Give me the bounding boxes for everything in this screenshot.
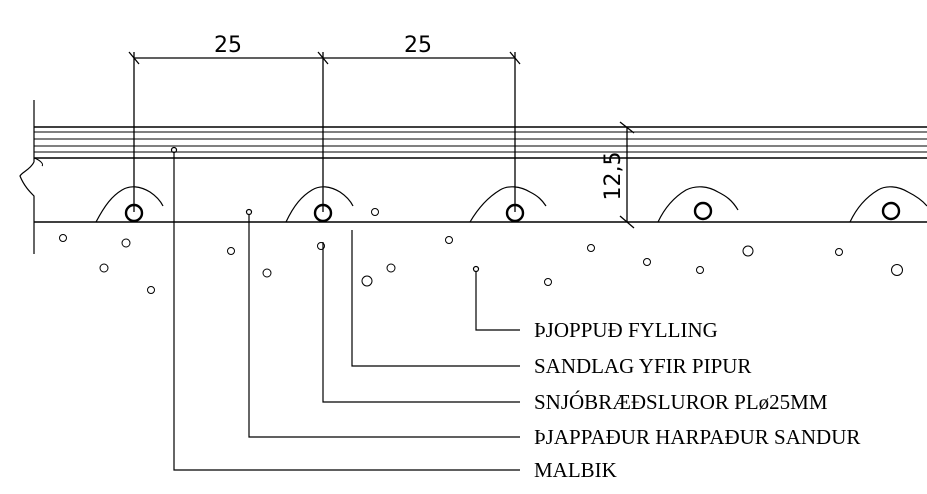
pipe-3 [469,186,547,223]
label-compacted-sand: ÞJAPPAÐUR HARPAÐUR SANDUR [534,425,860,449]
label-snow-melt-pipe: SNJÓBRÆÐSLUROR PLø25MM [534,390,828,414]
depth-dimension: 12,5 [601,121,635,229]
snow-melting-pipes [95,186,927,223]
spacing-dimension: 25 25 [128,33,521,212]
pipe-2 [285,186,354,223]
callout-labels: ÞJOPPUÐ FYLLING SANDLAG YFIR PIPUR SNJÓB… [534,318,860,482]
pipe-5 [849,186,927,223]
label-compacted-fill: ÞJOPPUÐ FYLLING [534,318,718,342]
pipe-1 [95,186,164,223]
asphalt-layer [19,100,927,254]
leader-lines [170,146,520,471]
spacing-right-label: 25 [404,33,432,58]
label-asphalt: MALBIK [534,458,617,482]
label-sand-layer: SANDLAG YFIR PIPUR [534,354,751,378]
pipe-4 [657,186,739,223]
spacing-left-label: 25 [214,33,242,58]
depth-label: 12,5 [601,152,626,201]
fill-aggregate [59,208,903,294]
